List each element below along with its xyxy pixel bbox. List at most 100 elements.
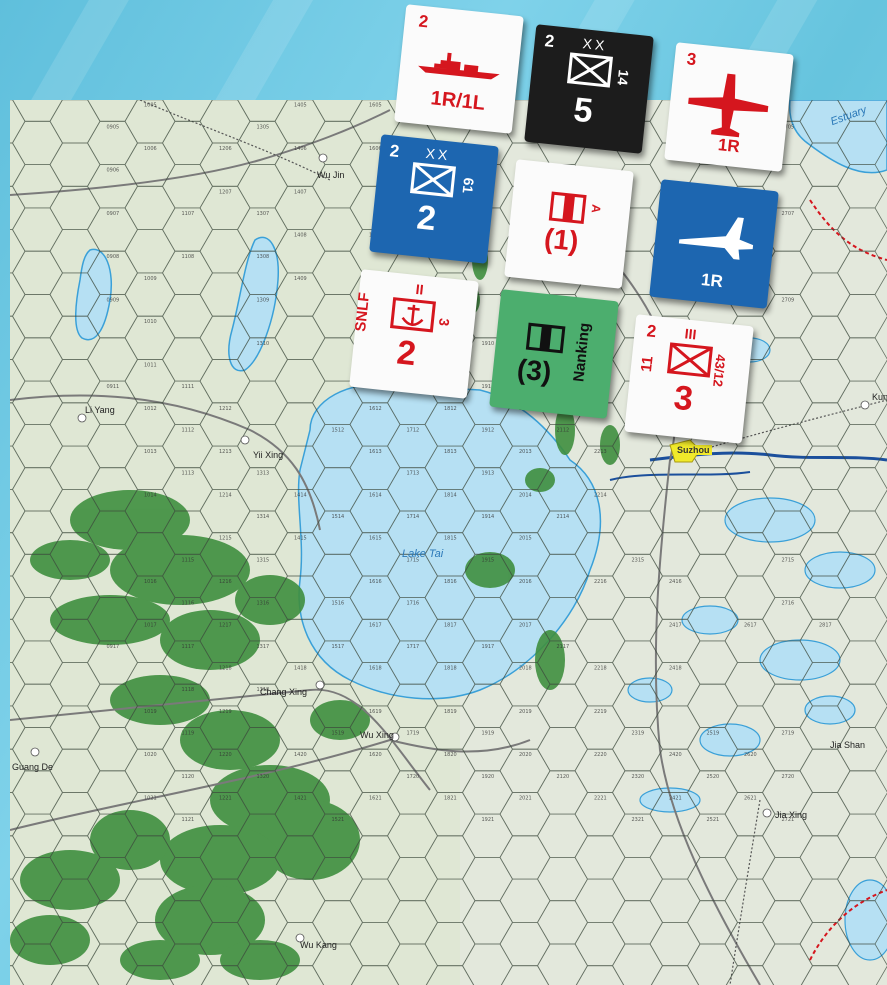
hex-id: 0917 bbox=[107, 644, 120, 650]
counter-snlf[interactable]: SNLF II 3 2 bbox=[349, 269, 479, 399]
counter-nanking-fortification[interactable]: Nanking (3) bbox=[489, 289, 619, 419]
hex-id: 2720 bbox=[782, 774, 795, 780]
hex-id: 1512 bbox=[332, 427, 345, 433]
hex-id: 1817 bbox=[444, 622, 457, 628]
hex-id: 1405 bbox=[294, 103, 307, 109]
hex-id: 1717 bbox=[407, 644, 420, 650]
forest-terrain bbox=[600, 425, 620, 465]
hex-id: 2221 bbox=[594, 796, 607, 802]
hex-id: 1406 bbox=[294, 146, 307, 152]
hex-id: 2315 bbox=[632, 557, 645, 563]
hex-id: 1418 bbox=[294, 666, 307, 672]
hex-id: 1216 bbox=[219, 579, 232, 585]
hex-id: 2519 bbox=[707, 731, 720, 737]
hex-id: 1920 bbox=[482, 774, 495, 780]
hex-id: 2617 bbox=[744, 622, 757, 628]
hex-id: 2218 bbox=[594, 666, 607, 672]
counter-japanese-regiment[interactable]: 2 11 III 43/12 3 bbox=[624, 314, 754, 444]
counter-fortification-red[interactable]: A (1) bbox=[504, 159, 634, 289]
hex-id: 1720 bbox=[407, 774, 420, 780]
hex-id: 2621 bbox=[744, 796, 757, 802]
fortification-icon bbox=[548, 191, 587, 225]
counter-combat-value: 3 bbox=[671, 378, 695, 419]
hex-id: 1617 bbox=[369, 622, 382, 628]
hex-id: 1813 bbox=[444, 449, 457, 455]
hex-id: 2219 bbox=[594, 709, 607, 715]
place-guangde: Guang De bbox=[12, 762, 54, 772]
hex-id: 2114 bbox=[557, 514, 570, 520]
hex-id: 1107 bbox=[182, 211, 195, 217]
hex-id: 0906 bbox=[107, 168, 120, 174]
hex-id: 1316 bbox=[257, 601, 270, 607]
hex-id: 0908 bbox=[107, 254, 120, 260]
place-yixing: Yii Xing bbox=[253, 450, 284, 460]
hex-id: 1117 bbox=[182, 644, 195, 650]
forest-terrain bbox=[180, 710, 280, 770]
hex-id: 1016 bbox=[144, 579, 157, 585]
hex-id: 1820 bbox=[444, 752, 457, 758]
hex-id: 1006 bbox=[144, 146, 157, 152]
hex-id: 2716 bbox=[782, 601, 795, 607]
hex-id: 2014 bbox=[519, 492, 532, 498]
forest-terrain bbox=[50, 595, 170, 645]
hex-id: 1013 bbox=[144, 449, 157, 455]
hex-id: 1320 bbox=[257, 774, 270, 780]
forest-terrain bbox=[30, 540, 110, 580]
hex-id: 1606 bbox=[369, 146, 382, 152]
hex-id: 1521 bbox=[332, 817, 345, 823]
hex-id: 1613 bbox=[369, 449, 382, 455]
forest-terrain bbox=[110, 535, 250, 605]
hex-id: 1120 bbox=[182, 774, 195, 780]
hex-id: 1716 bbox=[407, 601, 420, 607]
hex-id: 1020 bbox=[144, 752, 157, 758]
counter-unit-id: 61 bbox=[459, 176, 478, 195]
hex-id: 1915 bbox=[482, 557, 495, 563]
hex-id: 1619 bbox=[369, 709, 382, 715]
infantry-icon bbox=[566, 52, 613, 88]
hex-id: 1010 bbox=[144, 319, 157, 325]
hex-id: 2421 bbox=[669, 796, 682, 802]
small-lake bbox=[75, 248, 112, 341]
counter-chinese-division[interactable]: 2 XX 61 2 bbox=[369, 134, 499, 264]
hex-id: 1910 bbox=[482, 341, 495, 347]
hex-id: 2319 bbox=[632, 731, 645, 737]
hex-id: 1017 bbox=[144, 622, 157, 628]
hex-id: 2420 bbox=[669, 752, 682, 758]
hex-id: 1318 bbox=[257, 687, 270, 693]
hex-id: 1514 bbox=[332, 514, 345, 520]
counter-japanese-division[interactable]: 2 XX 14 5 bbox=[524, 24, 654, 154]
counter-values: 1R bbox=[700, 269, 724, 292]
hex-id: 2721 bbox=[782, 817, 795, 823]
marine-anchor-icon bbox=[390, 297, 437, 333]
hex-id: 1215 bbox=[219, 536, 232, 542]
hex-id: 0907 bbox=[107, 211, 120, 217]
place-suzhou: Suzhou bbox=[675, 445, 712, 455]
place-jiaxing: Jia Xing bbox=[775, 810, 808, 820]
counter-unit-id: 3 bbox=[435, 317, 453, 327]
hex-id: 2418 bbox=[669, 666, 682, 672]
hex-id: 2019 bbox=[519, 709, 532, 715]
counter-air-red[interactable]: 3 1R bbox=[664, 42, 794, 172]
hex-id: 1914 bbox=[482, 514, 495, 520]
hex-id: 1605 bbox=[369, 103, 382, 109]
estuary-water bbox=[788, 100, 887, 174]
hex-id: 1913 bbox=[482, 471, 495, 477]
map-hex[interactable] bbox=[837, 943, 887, 985]
forest-terrain bbox=[110, 675, 210, 725]
counter-naval[interactable]: 2 1R/1L bbox=[394, 4, 524, 134]
hex-id: 1713 bbox=[407, 471, 420, 477]
hex-id: 1219 bbox=[219, 709, 232, 715]
counter-air-blue[interactable]: 1R bbox=[649, 179, 779, 309]
hex-id: 1218 bbox=[219, 666, 232, 672]
hex-id: 2015 bbox=[519, 536, 532, 542]
counter-combat-value: (3) bbox=[515, 353, 553, 388]
counter-unit-id: 14 bbox=[614, 68, 632, 87]
hex-id: 1712 bbox=[407, 427, 420, 433]
hex-id: 1206 bbox=[219, 146, 232, 152]
hex-id: 1715 bbox=[407, 557, 420, 563]
place-kun: Kun bbox=[872, 392, 887, 402]
forest-terrain bbox=[310, 700, 370, 740]
hex-id: 1415 bbox=[294, 536, 307, 542]
hex-id: 1119 bbox=[182, 731, 195, 737]
bomber-icon bbox=[688, 73, 769, 138]
